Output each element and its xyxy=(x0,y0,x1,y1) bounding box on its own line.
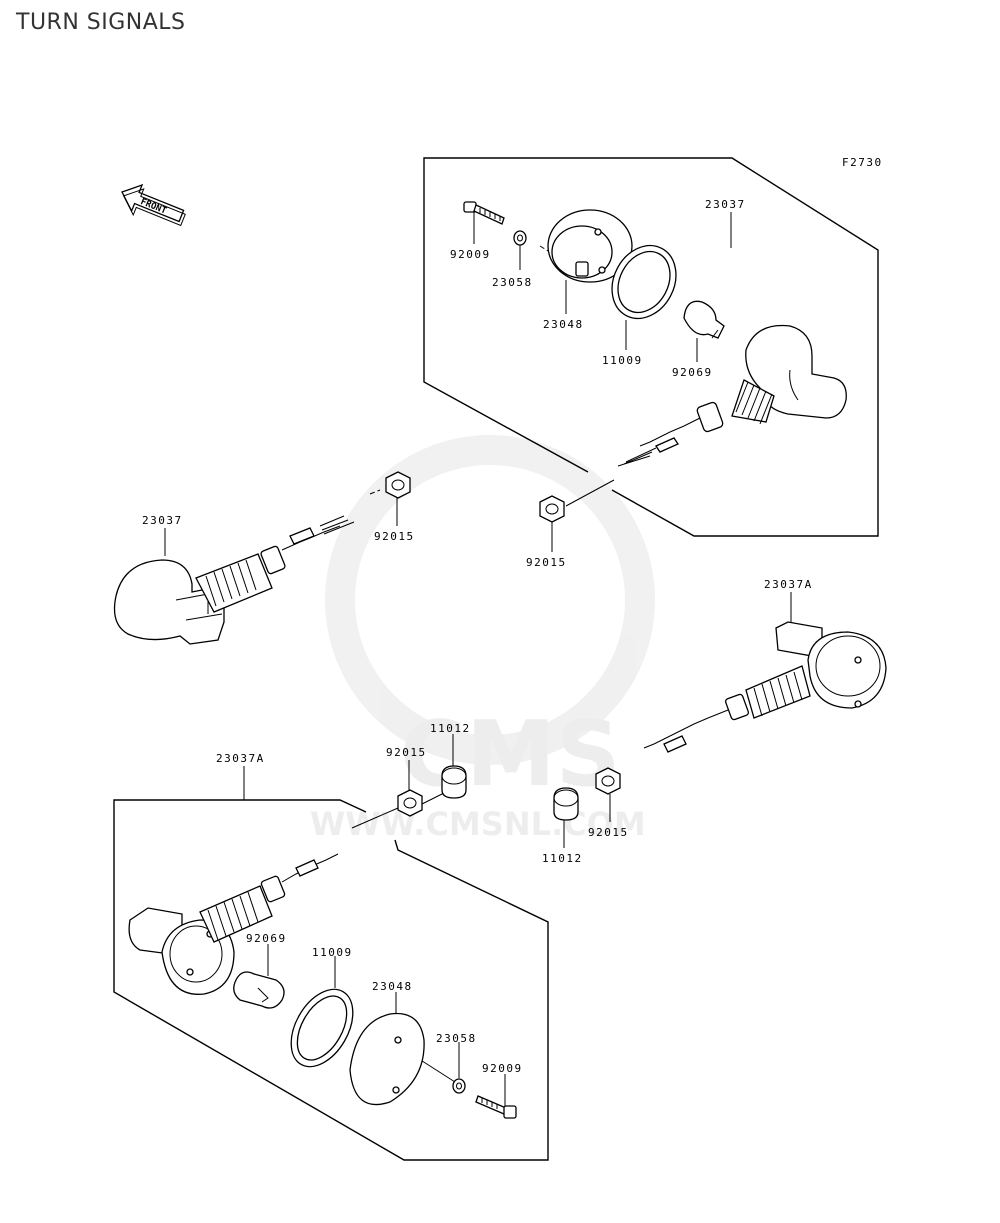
label-23037-top: 23037 xyxy=(705,198,746,211)
bulb-92069-top xyxy=(683,300,725,339)
watermark-brand: CMS xyxy=(400,702,620,807)
watermark: CMS WWW.CMSNL.COM xyxy=(310,435,655,843)
gasket-11009-bottom xyxy=(290,988,354,1068)
label-23037A-right: 23037A xyxy=(764,578,813,591)
frame-bottom-left xyxy=(113,799,549,1161)
turn-signal-housing-23037-top xyxy=(617,324,847,467)
label-92069-top: 92069 xyxy=(672,366,713,379)
washer-23058-bottom xyxy=(452,1078,466,1094)
figure-code: F2730 xyxy=(842,156,883,169)
label-92015-right: 92015 xyxy=(588,826,629,839)
label-23058-bottom: 23058 xyxy=(436,1032,477,1045)
label-23037-left: 23037 xyxy=(142,514,183,527)
label-92009-bottom: 92009 xyxy=(482,1062,523,1075)
nut-92015-right xyxy=(595,767,621,795)
label-23048-top: 23048 xyxy=(543,318,584,331)
turn-signal-housing-23037A-bottom xyxy=(128,853,339,995)
lens-23048-top xyxy=(547,209,633,283)
gasket-11009-top xyxy=(611,244,677,320)
collar-11012-bottom xyxy=(553,787,579,821)
turn-signal-23037-left xyxy=(113,515,355,645)
washer-23058-top xyxy=(513,230,527,246)
screw-92009-bottom xyxy=(475,1095,517,1119)
label-23058-top: 23058 xyxy=(492,276,533,289)
label-11009-top: 11009 xyxy=(602,354,643,367)
lens-23048-bottom xyxy=(349,1012,425,1106)
nut-92015-left xyxy=(385,471,411,499)
label-92015-mid: 92015 xyxy=(386,746,427,759)
label-23048-bottom: 23048 xyxy=(372,980,413,993)
page-title: TURN SIGNALS xyxy=(16,10,186,35)
collar-11012-top xyxy=(441,765,467,799)
label-23037A-bottom: 23037A xyxy=(216,752,265,765)
turn-signal-23037A-right xyxy=(643,621,887,753)
nut-92015-center xyxy=(539,495,565,523)
screw-92009-top xyxy=(463,201,505,225)
label-92015-left: 92015 xyxy=(374,530,415,543)
nut-92015-mid xyxy=(397,789,423,817)
label-11012-bottom: 11012 xyxy=(542,852,583,865)
label-92069-bottom: 92069 xyxy=(246,932,287,945)
leader-lines xyxy=(164,212,792,1106)
bulb-92069-bottom xyxy=(233,971,285,1009)
label-11009-bottom: 11009 xyxy=(312,946,353,959)
label-11012-top: 11012 xyxy=(430,722,471,735)
front-arrow-icon: FRONT xyxy=(121,183,186,227)
frame-top-right xyxy=(423,157,879,537)
label-92015-center: 92015 xyxy=(526,556,567,569)
label-92009-top: 92009 xyxy=(450,248,491,261)
